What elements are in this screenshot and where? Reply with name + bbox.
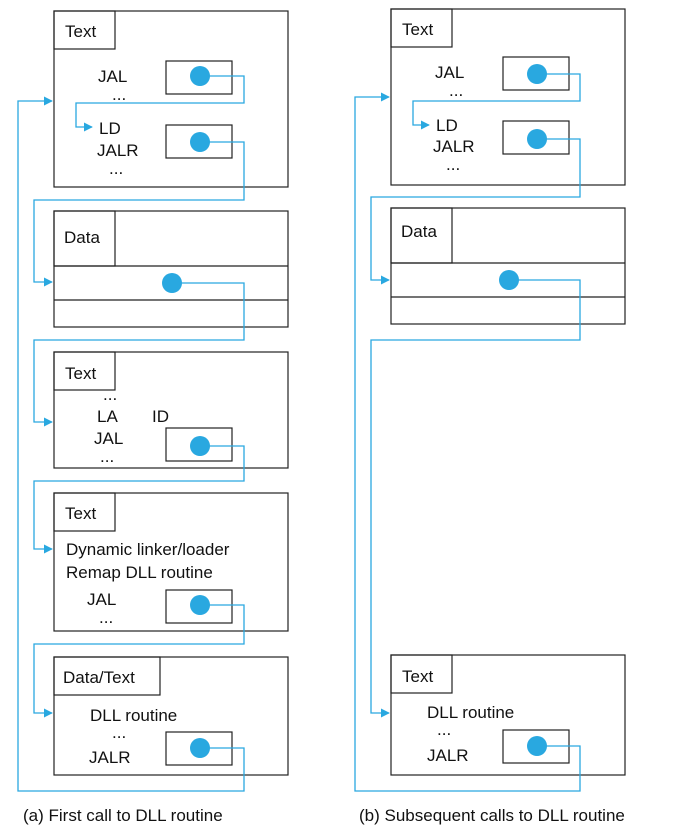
a-text-block-2: [53, 351, 289, 469]
b-block3-tab-label: Text: [402, 667, 434, 686]
b-block1-line1: JAL: [435, 63, 465, 82]
a-data-dot: [162, 273, 182, 293]
a-text-block-3-tab: [53, 492, 116, 532]
a-jal-dot-2: [190, 436, 210, 456]
b-block1-line3: LD: [436, 116, 458, 135]
a-text-block-1-tab: [53, 10, 116, 50]
a-dll-block: [53, 656, 289, 776]
a-stub-to-linker-arrow: [33, 445, 245, 554]
a-block3-line1: ...: [103, 385, 118, 404]
a-block1-line5: ...: [109, 159, 124, 178]
b-jalr-dot-1: [527, 129, 547, 149]
a-block3-line2a: LA: [97, 407, 118, 426]
b-jalr-dot-2: [527, 736, 547, 756]
a-jal-slot-1: [165, 60, 233, 95]
b-caption: (b) Subsequent calls to DLL routine: [359, 806, 625, 825]
b-block1-line5: ...: [446, 155, 461, 174]
b-jalr-to-data-arrow: [370, 138, 581, 285]
a-block4-line1: Dynamic linker/loader: [66, 540, 230, 559]
b-block2-tab-label: Data: [401, 222, 437, 241]
a-block4-line3: JAL: [87, 590, 117, 609]
a-block1-line1: JAL: [98, 67, 128, 86]
a-data-block: [53, 210, 289, 328]
a-block5-line2: ...: [112, 723, 127, 742]
a-return-arrow: [17, 96, 245, 792]
a-block5-tab-label: Data/Text: [63, 668, 135, 687]
b-data-block: [390, 207, 626, 325]
a-jal-dot-1: [190, 66, 210, 86]
a-block3-line4: ...: [100, 447, 115, 466]
a-block3-tab-label: Text: [65, 364, 97, 383]
a-jal-to-ld-arrow: [75, 75, 245, 132]
a-block5-line1: DLL routine: [90, 706, 178, 725]
a-linker-to-dll-arrow: [33, 604, 245, 718]
b-data-to-dll-arrow: [370, 279, 581, 718]
a-block5-line3: JALR: [89, 748, 131, 767]
b-block1-line4: JALR: [433, 137, 475, 156]
b-jal-to-ld-arrow: [412, 73, 581, 130]
a-caption: (a) First call to DLL routine: [23, 806, 223, 825]
a-block3-line2b: ID: [152, 407, 169, 426]
a-jalr-dot-2: [190, 738, 210, 758]
a-dll-block-tab: [53, 656, 161, 696]
a-block1-tab-label: Text: [65, 22, 97, 41]
b-data-dot: [499, 270, 519, 290]
b-block3-line3: JALR: [427, 746, 469, 765]
b-text-block-1-tab: [390, 8, 453, 48]
a-block1-line3: LD: [99, 119, 121, 138]
a-block2-tab-label: Data: [64, 228, 100, 247]
b-block3-line2: ...: [437, 720, 452, 739]
a-text-block-1: [53, 10, 289, 188]
b-return-arrow: [354, 92, 581, 792]
b-block1-tab-label: Text: [402, 20, 434, 39]
a-block4-tab-label: Text: [65, 504, 97, 523]
a-text-block-2-tab: [53, 351, 116, 391]
b-dll-block-tab: [390, 654, 453, 694]
a-jalr-to-data-arrow: [33, 141, 245, 287]
b-dll-block: [390, 654, 626, 776]
b-jalr-slot-1: [502, 120, 570, 155]
a-block3-line3: JAL: [94, 429, 124, 448]
b-block3-line1: DLL routine: [427, 703, 515, 722]
a-jal-dot-3: [190, 595, 210, 615]
b-text-block-1: [390, 8, 626, 186]
a-block4-line2: Remap DLL routine: [66, 563, 213, 582]
b-jal-dot: [527, 64, 547, 84]
a-block1-line4: JALR: [97, 141, 139, 160]
a-data-to-stub-arrow: [33, 282, 245, 427]
a-text-block-3: [53, 492, 289, 632]
a-jal-slot-2: [165, 427, 233, 462]
b-block1-line2: ...: [449, 81, 464, 100]
a-block4-line4: ...: [99, 608, 114, 627]
a-block1-line2: ...: [112, 85, 127, 104]
a-jalr-dot-1: [190, 132, 210, 152]
a-jal-slot-3: [165, 589, 233, 624]
